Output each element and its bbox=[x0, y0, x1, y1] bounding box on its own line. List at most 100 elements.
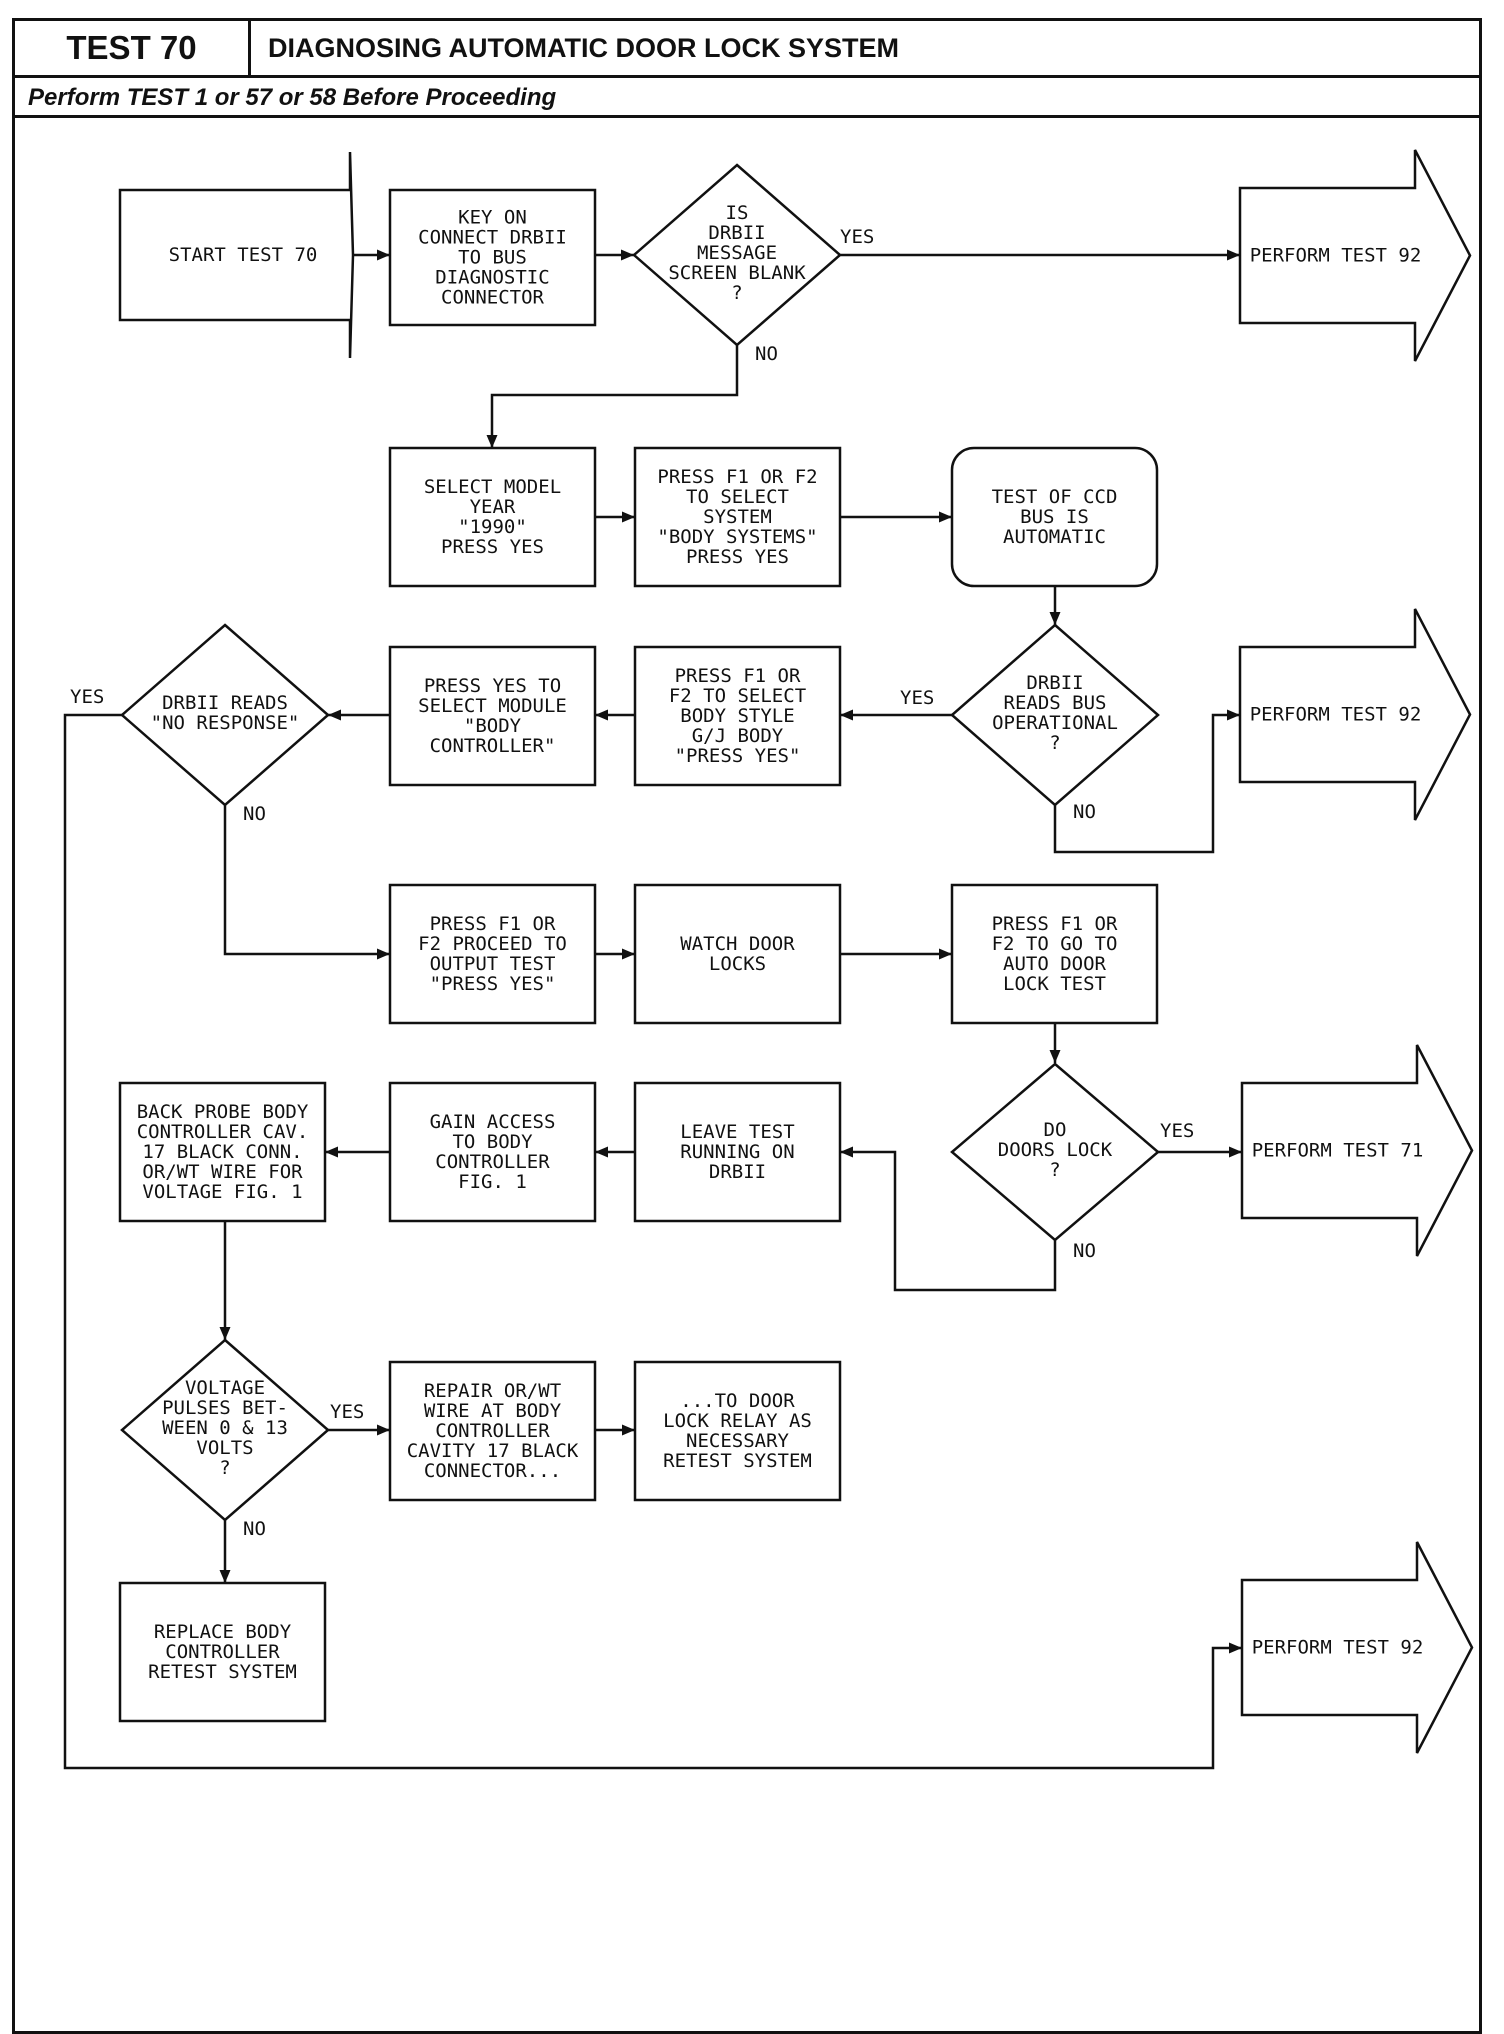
edge-label-yes: YES bbox=[1160, 1120, 1194, 1142]
repair-text-line: REPAIR OR/WT bbox=[424, 1380, 561, 1402]
to_relay-text-line: NECESSARY bbox=[686, 1430, 790, 1452]
perform92_a-text-line: PERFORM TEST 92 bbox=[1250, 245, 1422, 267]
voltage_pulses-text-line: ? bbox=[219, 1457, 230, 1479]
page-frame bbox=[12, 18, 1482, 2034]
is_blank-text-line: DRBII bbox=[708, 222, 765, 244]
press_f1_system-text-line: "BODY SYSTEMS" bbox=[657, 526, 817, 548]
arrowhead bbox=[1227, 709, 1240, 721]
press_f1_body-text-line: PRESS F1 OR bbox=[675, 665, 801, 687]
press_yes_module-text-line: PRESS YES TO bbox=[424, 675, 561, 697]
key_on-text-line: TO BUS bbox=[458, 247, 527, 269]
repair-text-line: CONTROLLER bbox=[435, 1420, 550, 1442]
header-divider bbox=[15, 75, 1479, 78]
arrowhead bbox=[939, 511, 952, 523]
arrowhead bbox=[377, 948, 390, 960]
press_yes_module-text-line: "BODY bbox=[464, 715, 522, 737]
arrowhead bbox=[595, 709, 608, 721]
repair-text-line: WIRE AT BODY bbox=[424, 1400, 562, 1422]
voltage_pulses-text-line: VOLTS bbox=[196, 1437, 253, 1459]
back_probe-text-line: CONTROLLER CAV. bbox=[137, 1121, 309, 1143]
proceed_output-text-line: "PRESS YES" bbox=[430, 973, 556, 995]
press_f1_body-text-line: BODY STYLE bbox=[680, 705, 794, 727]
press_yes_module-text-line: SELECT MODULE bbox=[418, 695, 567, 717]
connector-line bbox=[840, 1150, 1057, 1292]
arrowhead bbox=[377, 249, 390, 261]
is_blank-text-line: SCREEN BLANK bbox=[668, 262, 806, 284]
arrowhead bbox=[219, 1570, 231, 1583]
edge-label-yes: YES bbox=[840, 226, 874, 248]
arrowhead bbox=[1229, 1642, 1242, 1654]
arrowhead bbox=[840, 709, 853, 721]
arrowhead bbox=[622, 948, 635, 960]
edge-label-no: NO bbox=[755, 343, 778, 365]
connector-line bbox=[223, 805, 390, 956]
arrowhead bbox=[622, 1424, 635, 1436]
gain_access-text-line: CONTROLLER bbox=[435, 1151, 550, 1173]
bus_operational-text-line: OPERATIONAL bbox=[992, 712, 1118, 734]
auto_lock_test-text-line: F2 TO GO TO bbox=[992, 933, 1118, 955]
to_relay-text-line: ...TO DOOR bbox=[680, 1390, 795, 1412]
arrowhead bbox=[1049, 612, 1061, 625]
arrowhead bbox=[1229, 1146, 1242, 1158]
press_f1_system-text-line: PRESS F1 OR F2 bbox=[657, 466, 817, 488]
connector-line bbox=[1053, 713, 1240, 854]
select_model-text-line: "1990" bbox=[458, 516, 527, 538]
press_f1_system-text-line: SYSTEM bbox=[703, 506, 772, 528]
leave_running-text-line: RUNNING ON bbox=[680, 1141, 794, 1163]
key_on-text-line: CONNECTOR bbox=[441, 287, 545, 309]
perform92-c-arrow: PERFORM TEST 92 bbox=[1240, 1541, 1474, 1754]
auto_lock_test-text-line: LOCK TEST bbox=[1003, 973, 1106, 995]
select_model-text-line: SELECT MODEL bbox=[424, 476, 561, 498]
arrowhead bbox=[840, 1146, 853, 1158]
key_on-text-line: CONNECT DRBII bbox=[418, 227, 567, 249]
perform71-arrow: PERFORM TEST 71 bbox=[1240, 1044, 1474, 1257]
edge-label-yes: YES bbox=[70, 686, 104, 708]
to_relay-text-line: LOCK RELAY AS bbox=[663, 1410, 812, 1432]
to_relay-text-line: RETEST SYSTEM bbox=[663, 1450, 812, 1472]
gain_access-text-line: GAIN ACCESS bbox=[430, 1111, 556, 1133]
select_model-text-line: PRESS YES bbox=[441, 536, 544, 558]
back_probe-text-line: OR/WT WIRE FOR bbox=[142, 1161, 303, 1183]
edge-label-yes: YES bbox=[900, 687, 934, 709]
gain_access-text-line: FIG. 1 bbox=[458, 1171, 527, 1193]
no_response-text-line: DRBII READS bbox=[162, 692, 288, 714]
press_f1_body-text-line: "PRESS YES" bbox=[675, 745, 801, 767]
edge-label-yes: YES bbox=[330, 1401, 364, 1423]
repair-text-line: CONNECTOR... bbox=[424, 1460, 561, 1482]
is_blank-text-line: IS bbox=[726, 202, 749, 224]
header-divider-bottom bbox=[15, 115, 1479, 118]
press_f1_system-text-line: PRESS YES bbox=[686, 546, 789, 568]
press_yes_module-text-line: CONTROLLER" bbox=[430, 735, 556, 757]
no-response-decision: DRBII READS"NO RESPONSE" bbox=[120, 623, 330, 807]
arrowhead bbox=[595, 1146, 608, 1158]
auto_lock_test-text-line: AUTO DOOR bbox=[1003, 953, 1107, 975]
key_on-text-line: KEY ON bbox=[458, 207, 527, 229]
leave_running-text-line: LEAVE TEST bbox=[680, 1121, 794, 1143]
back_probe-text-line: BACK PROBE BODY bbox=[137, 1101, 309, 1123]
edge-label-no: NO bbox=[243, 803, 266, 825]
replace-text-line: RETEST SYSTEM bbox=[148, 1661, 297, 1683]
select_model-text-line: YEAR bbox=[470, 496, 516, 518]
watch_locks-text-line: LOCKS bbox=[709, 953, 766, 975]
start-text-line: START TEST 70 bbox=[169, 244, 318, 266]
edge-label-no: NO bbox=[1073, 801, 1096, 823]
start-arrow: START TEST 70 bbox=[118, 151, 355, 359]
voltage_pulses-text-line: WEEN 0 & 13 bbox=[162, 1417, 288, 1439]
voltage_pulses-text-line: PULSES BET- bbox=[162, 1397, 288, 1419]
gain_access-text-line: TO BODY bbox=[452, 1131, 533, 1153]
replace-text-line: REPLACE BODY bbox=[154, 1621, 292, 1643]
